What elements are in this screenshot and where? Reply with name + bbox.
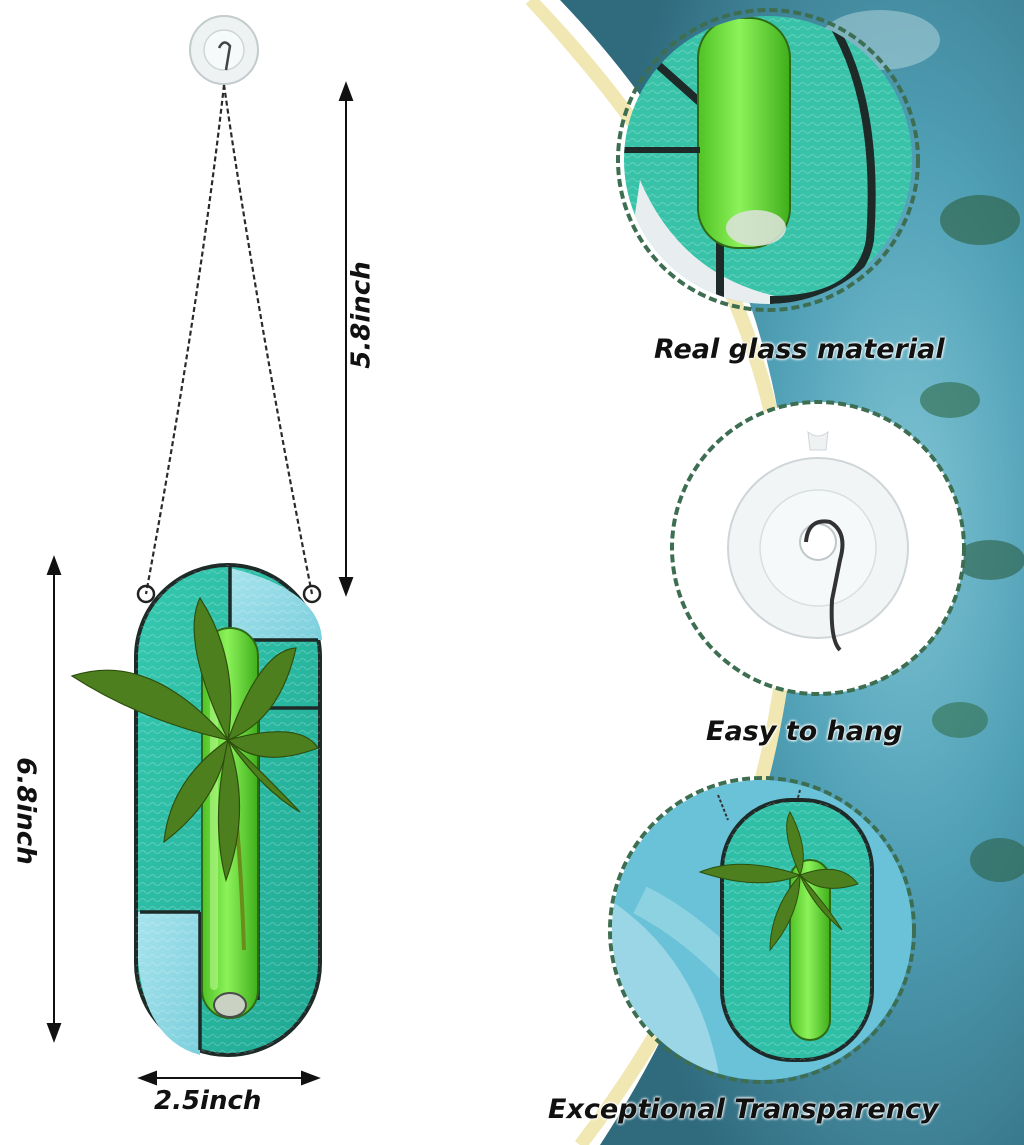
feature-caption-real-glass: Real glass material [654,334,945,365]
feature-suction-cup-image [670,400,966,696]
panel-height-label: 6.8inch [10,757,41,865]
plant-leaves [70,596,319,882]
chain-length-label: 5.8inch [346,261,377,369]
blurred-foliage [820,10,1024,882]
stained-glass-panel [70,563,322,1057]
hanging-chain [144,84,314,595]
feature-glass-closeup-image [616,8,920,312]
panel-width-label: 2.5inch [154,1086,262,1116]
dimension-arrows [46,81,354,1086]
feature-caption-easy-hang: Easy to hang [706,716,903,747]
feature-caption-transparency: Exceptional Transparency [548,1094,939,1125]
top-suction-cup [189,15,259,85]
